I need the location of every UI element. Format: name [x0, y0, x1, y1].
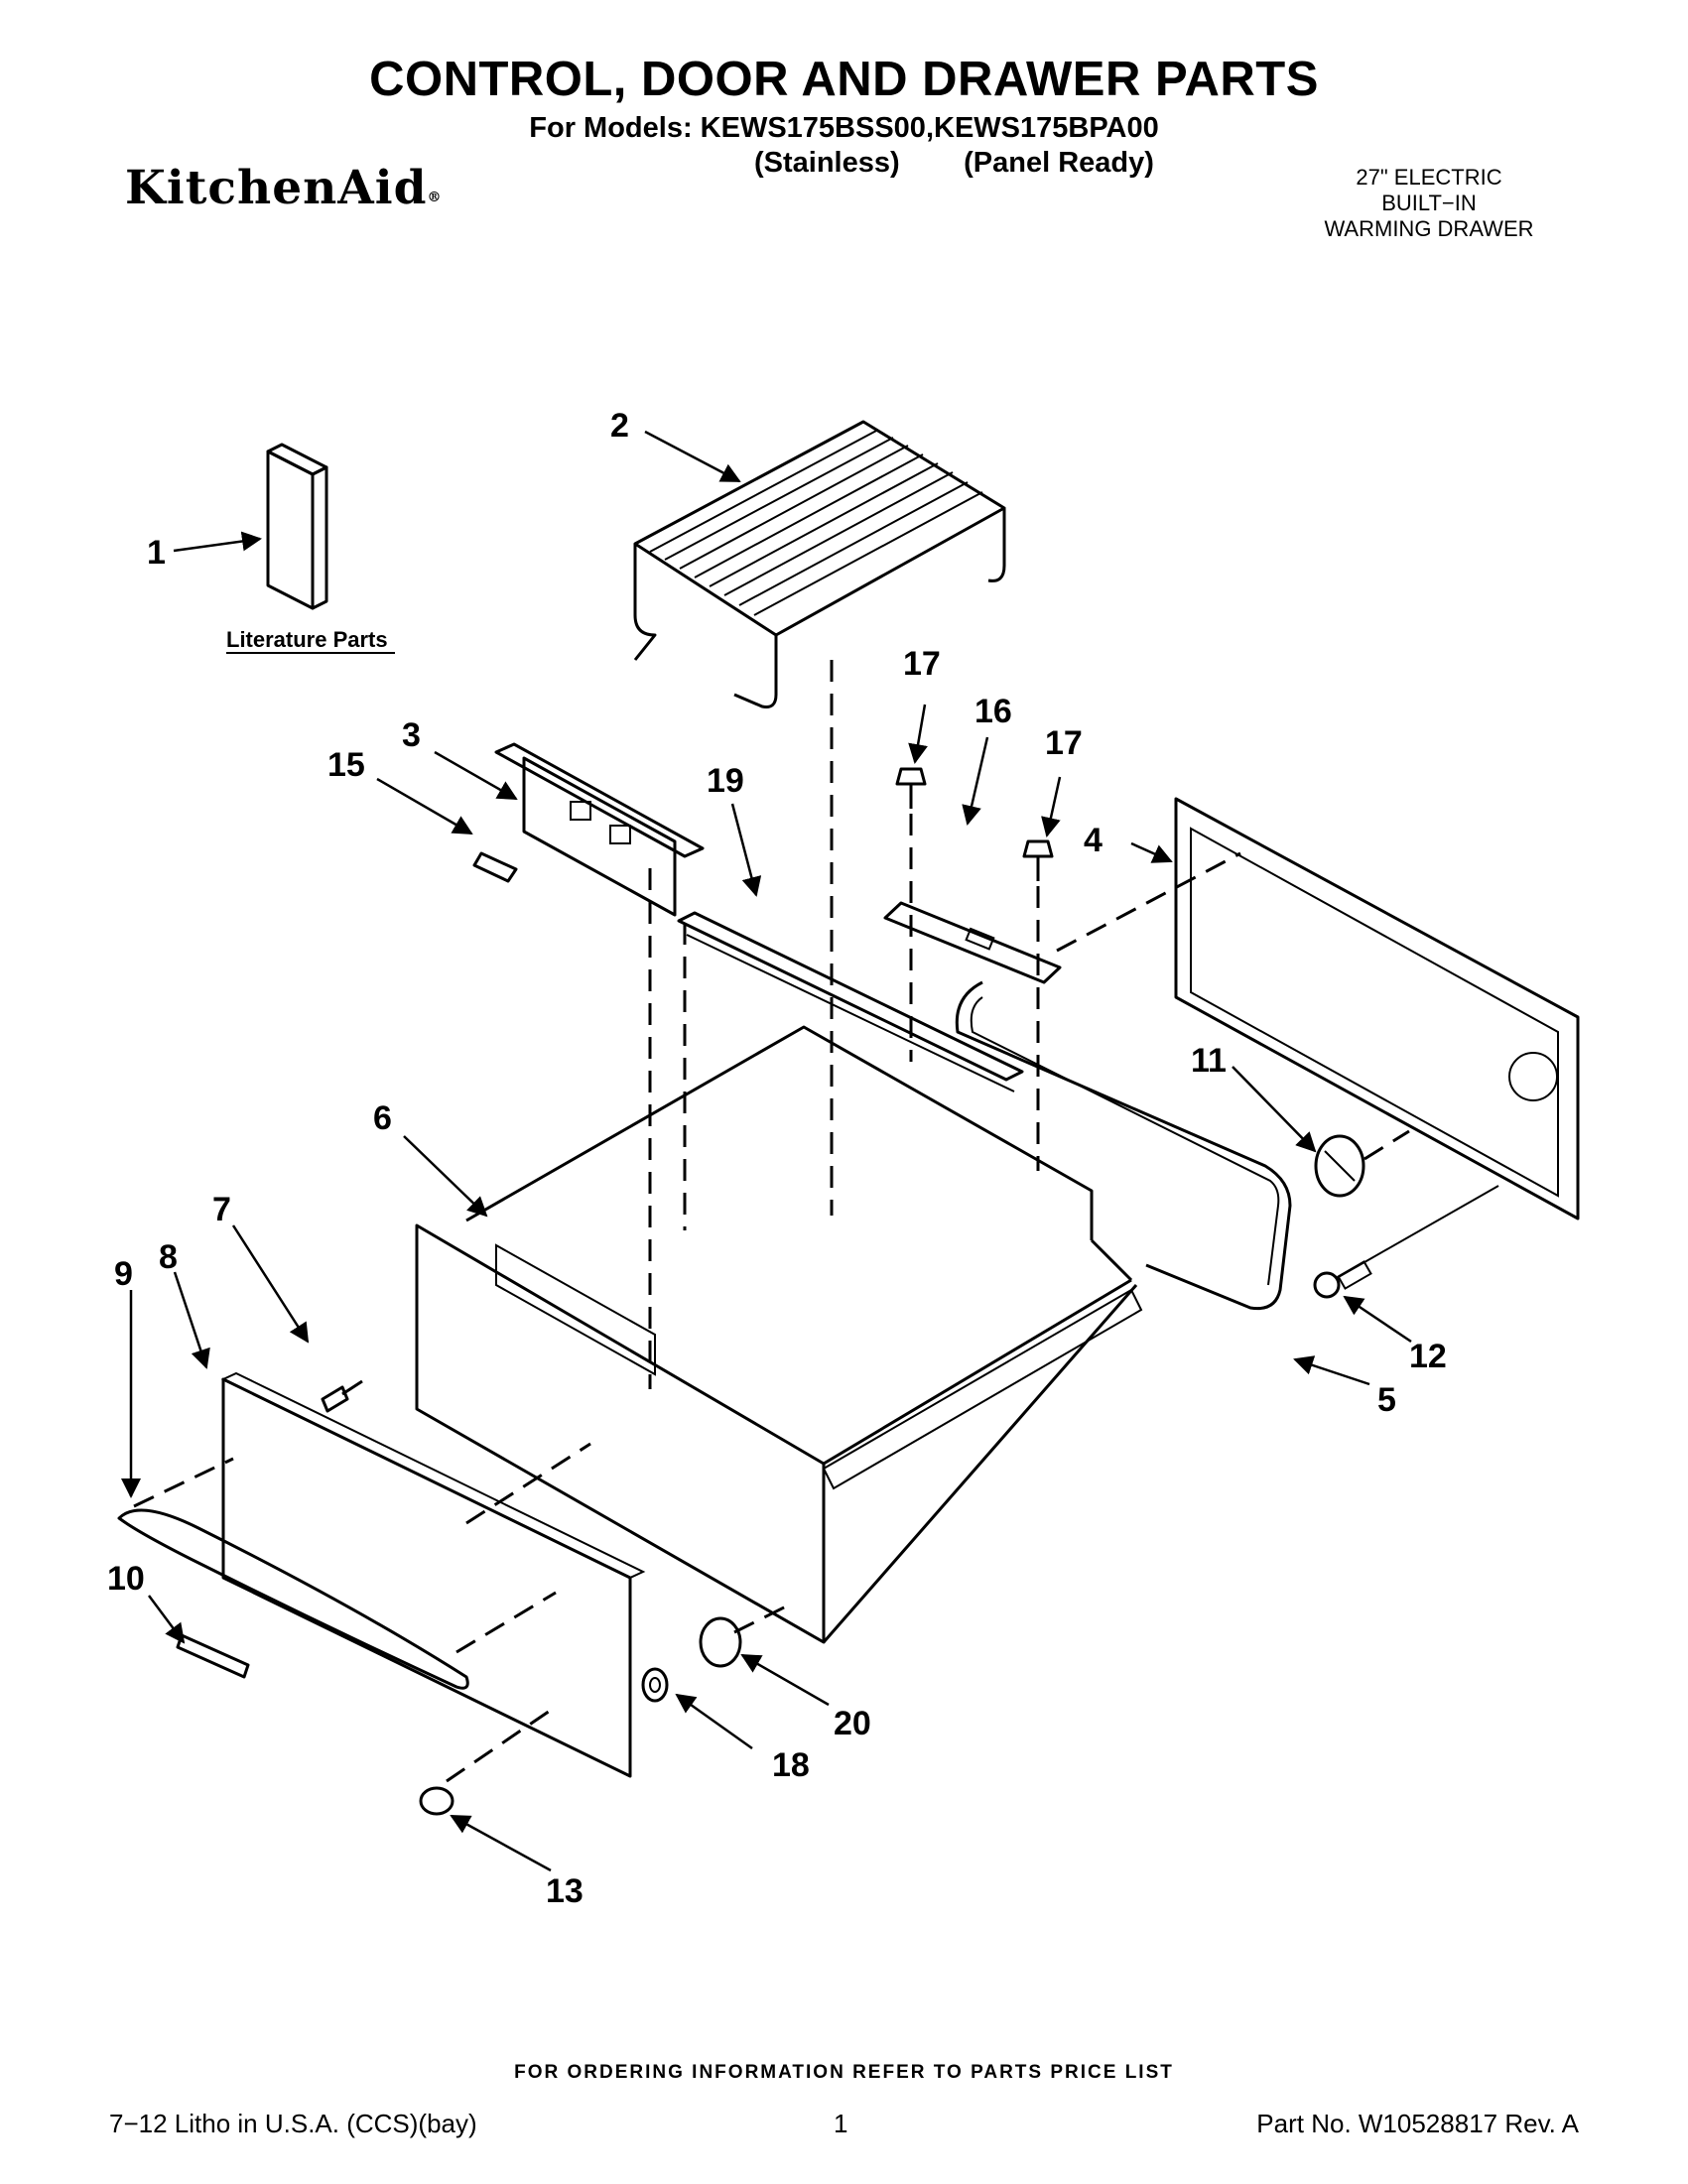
- page-number: 1: [834, 2109, 848, 2138]
- mounting-plate-part: [883, 901, 1062, 984]
- ordering-note: FOR ORDERING INFORMATION REFER TO PARTS …: [514, 2062, 1174, 2083]
- door-gasket-part: [955, 980, 1292, 1311]
- screw-part: [895, 767, 927, 809]
- callout-7: 7: [212, 1191, 231, 1228]
- callout-5: 5: [1377, 1381, 1396, 1419]
- callout-3: 3: [402, 716, 421, 754]
- callout-2: 2: [610, 407, 629, 445]
- drawer-body-part: [415, 1025, 1143, 1644]
- product-line-3: WARMING DRAWER: [1324, 216, 1534, 241]
- callout-9: 9: [114, 1255, 133, 1293]
- drawer-handle-part: [117, 1508, 469, 1690]
- clip-part: [472, 851, 518, 883]
- litho-info: 7−12 Litho in U.S.A. (CCS)(bay): [109, 2109, 477, 2138]
- bushing-part: [641, 1667, 669, 1703]
- variant-panel-ready: (Panel Ready): [964, 147, 1154, 179]
- product-line-1: 27" ELECTRIC: [1356, 165, 1502, 190]
- variant-stainless: (Stainless): [754, 147, 900, 179]
- page-title: CONTROL, DOOR AND DRAWER PARTS: [369, 53, 1319, 106]
- back-panel-part: [1174, 797, 1580, 1220]
- knob-grip-line: [1324, 1150, 1356, 1182]
- callout-17-right: 17: [1045, 724, 1083, 762]
- callout-13: 13: [546, 1872, 584, 1910]
- callout-11: 11: [1191, 1042, 1227, 1080]
- drawer-front-panel-part: [220, 1371, 646, 1778]
- callout-20: 20: [834, 1705, 871, 1742]
- callout-labels: 1 2 3 4 5 6 7 8 9 10 11 12 13 15 16 17 1…: [107, 407, 1447, 1910]
- callout-15: 15: [327, 746, 365, 784]
- front-trim-edge: [686, 934, 1015, 1092]
- callout-6: 6: [373, 1099, 392, 1137]
- bumper-part: [419, 1786, 454, 1816]
- brand-name: KitchenAid: [125, 161, 428, 215]
- registered-mark: ®: [427, 190, 443, 205]
- product-line-2: BUILT−IN: [1381, 191, 1477, 215]
- sensor-probe-part: [1313, 1185, 1499, 1299]
- literature-booklet-part: [266, 443, 328, 610]
- leader-arrows: [121, 430, 1412, 1872]
- callout-12: 12: [1409, 1338, 1447, 1375]
- screw-part: [1022, 839, 1054, 881]
- callout-4: 4: [1084, 822, 1103, 859]
- models-line: For Models: KEWS175BSS00,KEWS175BPA00: [529, 112, 1159, 144]
- model-variants: (Stainless) (Panel Ready): [754, 147, 1154, 180]
- callout-18: 18: [772, 1746, 810, 1784]
- bracket-part: [699, 1616, 742, 1668]
- callout-10: 10: [107, 1560, 145, 1598]
- assembly-lines: [133, 660, 1410, 1783]
- part-number: Part No. W10528817 Rev. A: [1256, 2109, 1579, 2138]
- front-trim-part: [677, 911, 1024, 1082]
- badge-part: [176, 1633, 250, 1679]
- control-knob-part: [1314, 1134, 1365, 1198]
- callout-1: 1: [147, 534, 166, 572]
- wire-rack-part: [633, 420, 1006, 708]
- bushing-hole: [649, 1677, 661, 1693]
- brand-logo: KitchenAid®: [125, 161, 442, 215]
- callout-17-left: 17: [903, 645, 941, 683]
- literature-parts-label: Literature Parts: [226, 627, 388, 652]
- callout-8: 8: [159, 1238, 178, 1276]
- product-description: 27" ELECTRIC BUILT−IN WARMING DRAWER: [1280, 165, 1578, 242]
- callout-16: 16: [974, 693, 1012, 730]
- callout-19: 19: [707, 762, 744, 800]
- handle-screw-part: [321, 1379, 363, 1413]
- door-gasket-inner: [970, 996, 1280, 1286]
- control-bracket-part: [494, 742, 705, 917]
